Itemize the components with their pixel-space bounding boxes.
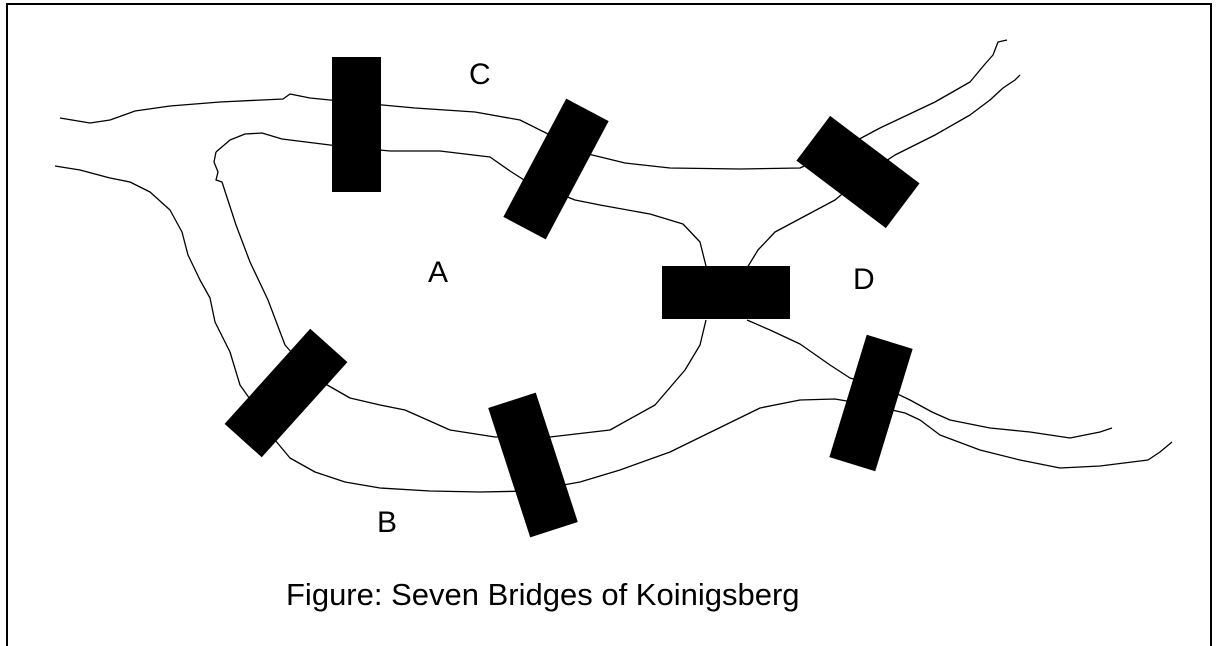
bridge-5 — [224, 328, 348, 458]
bridge-1 — [332, 57, 381, 192]
figure-frame — [6, 3, 1212, 646]
region-label-d: D — [853, 263, 875, 296]
island-d-north-shore — [746, 74, 1021, 269]
river-banks — [54, 39, 1173, 493]
bridge-3 — [796, 115, 920, 229]
bridge-7 — [829, 334, 913, 472]
region-label-a: A — [428, 256, 448, 289]
region-label-c: C — [469, 58, 491, 91]
island-a-north-shore — [215, 132, 707, 267]
island-a-west-shore — [213, 151, 707, 438]
bridge-4 — [662, 266, 790, 319]
region-label-b: B — [377, 506, 397, 539]
island-d-south-shore — [746, 319, 1113, 439]
bridges — [224, 57, 920, 538]
bridge-2 — [503, 98, 609, 240]
figure-caption: Figure: Seven Bridges of Koinigsberg — [286, 577, 800, 612]
river-west-outer-bank — [54, 165, 1173, 493]
bridge-6 — [488, 392, 578, 538]
